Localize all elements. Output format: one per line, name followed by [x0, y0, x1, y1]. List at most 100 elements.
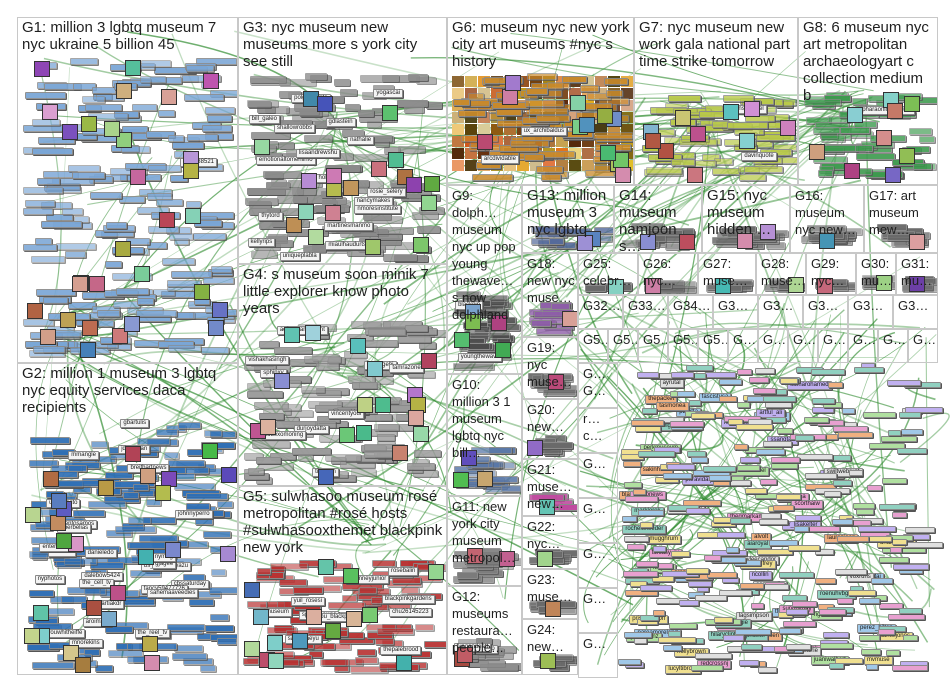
graph-node — [42, 296, 68, 304]
group-title: G… — [763, 332, 787, 347]
graph-node — [690, 665, 724, 672]
node-label: lisaandrewshu — [295, 149, 341, 159]
group-panel-g29: G29: nyc… — [806, 253, 856, 295]
group-panel-g3: G3: nyc museum new museums more s york c… — [238, 17, 447, 264]
graph-node — [61, 207, 84, 215]
group-panel-g10: G10: million 3 1 museum lgbtq nyc bill… — [447, 374, 522, 496]
group-panel-g20: G20: new… — [522, 399, 578, 459]
profile-avatar-icon — [536, 551, 553, 567]
group-title: G… — [823, 332, 847, 347]
graph-node — [858, 525, 897, 532]
graph-node — [828, 382, 844, 389]
graph-node — [58, 471, 78, 479]
profile-avatar-icon — [362, 607, 379, 624]
graph-node — [255, 457, 282, 465]
graph-node — [865, 664, 879, 671]
graph-node — [105, 626, 134, 634]
graph-node — [633, 637, 647, 644]
graph-node — [860, 649, 881, 656]
small-group-panel: G32… — [578, 295, 623, 329]
profile-avatar-icon — [317, 96, 334, 113]
graph-node — [757, 548, 793, 555]
group-panel-g2: G2: million 1 museum 3 lgbtq nyc equity … — [17, 363, 238, 675]
profile-avatar-icon — [317, 559, 334, 576]
graph-node — [772, 504, 795, 511]
mosaic-tile — [621, 88, 633, 99]
node-label: kellyrips — [247, 238, 276, 248]
graph-node — [687, 580, 713, 587]
graph-node — [251, 441, 290, 449]
graph-node — [133, 484, 149, 492]
profile-avatar-icon — [259, 418, 276, 435]
node-label: nyphotos — [34, 574, 66, 584]
group-title: G3… — [763, 298, 794, 313]
graph-node — [360, 74, 399, 82]
graph-node — [246, 99, 278, 107]
graph-node — [902, 635, 919, 642]
graph-node — [535, 327, 573, 335]
group-title: G31: mu… — [901, 256, 933, 288]
graph-node — [31, 119, 61, 127]
node-label: rosebalin — [388, 567, 419, 577]
node-label: sahemaaveedies — [147, 589, 199, 599]
graph-node — [730, 517, 751, 524]
graph-node — [167, 459, 205, 467]
mosaic-tile — [465, 124, 477, 135]
profile-avatar-icon — [722, 104, 739, 121]
graph-node — [786, 643, 811, 650]
group-title: G… — [583, 546, 607, 561]
graph-node — [686, 507, 711, 514]
profile-avatar-icon — [33, 60, 50, 77]
graph-node — [631, 420, 664, 427]
mosaic-tile — [452, 124, 464, 135]
graph-node — [364, 340, 398, 348]
group-title: G… — [583, 591, 607, 606]
graph-node — [186, 502, 211, 510]
graph-node — [623, 632, 652, 639]
graph-node — [716, 532, 746, 539]
profile-avatar-icon — [501, 89, 518, 106]
node-label: chu26145223 — [389, 607, 432, 617]
profile-avatar-icon — [97, 479, 114, 496]
group-title: G13: million museum 3 nyc lgbtq — [527, 187, 607, 238]
profile-avatar-icon — [898, 148, 915, 165]
profile-avatar-icon — [300, 173, 317, 190]
profile-avatar-icon — [428, 564, 445, 581]
small-group-panel: G3… — [758, 295, 803, 329]
graph-node — [392, 576, 422, 584]
small-group-panel: G33… — [623, 295, 668, 329]
profile-avatar-icon — [130, 169, 147, 186]
graph-node — [833, 480, 852, 487]
profile-avatar-icon — [80, 342, 97, 359]
profile-avatar-icon — [614, 166, 631, 183]
node-label: gbartulis — [120, 419, 150, 429]
graph-node — [404, 325, 428, 333]
node-label: shallowrobbs — [274, 124, 316, 134]
graph-node — [416, 226, 441, 234]
group-title: G… — [733, 332, 757, 347]
graph-node — [548, 237, 565, 245]
graph-node — [333, 79, 351, 87]
graph-node — [123, 491, 140, 499]
graph-node — [542, 389, 576, 397]
graph-node — [167, 135, 184, 143]
profile-avatar-icon — [395, 655, 412, 672]
group-panel-g17: G17: art museum mew… — [864, 185, 938, 253]
profile-avatar-icon — [476, 471, 493, 488]
profile-avatar-icon — [687, 167, 704, 184]
group-title: G9: dolph… museum nyc up pop young thewa… — [452, 188, 516, 322]
graph-node — [250, 250, 278, 258]
graph-node — [855, 145, 874, 153]
graph-node — [315, 363, 340, 371]
graph-node — [363, 414, 392, 422]
graph-node — [760, 513, 782, 520]
graph-node — [340, 165, 360, 173]
graph-node — [839, 126, 871, 134]
graph-node — [281, 404, 301, 412]
graph-node — [189, 598, 214, 606]
graph-node — [721, 577, 740, 583]
graph-node — [84, 103, 123, 111]
graph-node — [671, 551, 691, 558]
graph-node — [82, 95, 106, 103]
profile-avatar-icon — [304, 325, 321, 342]
